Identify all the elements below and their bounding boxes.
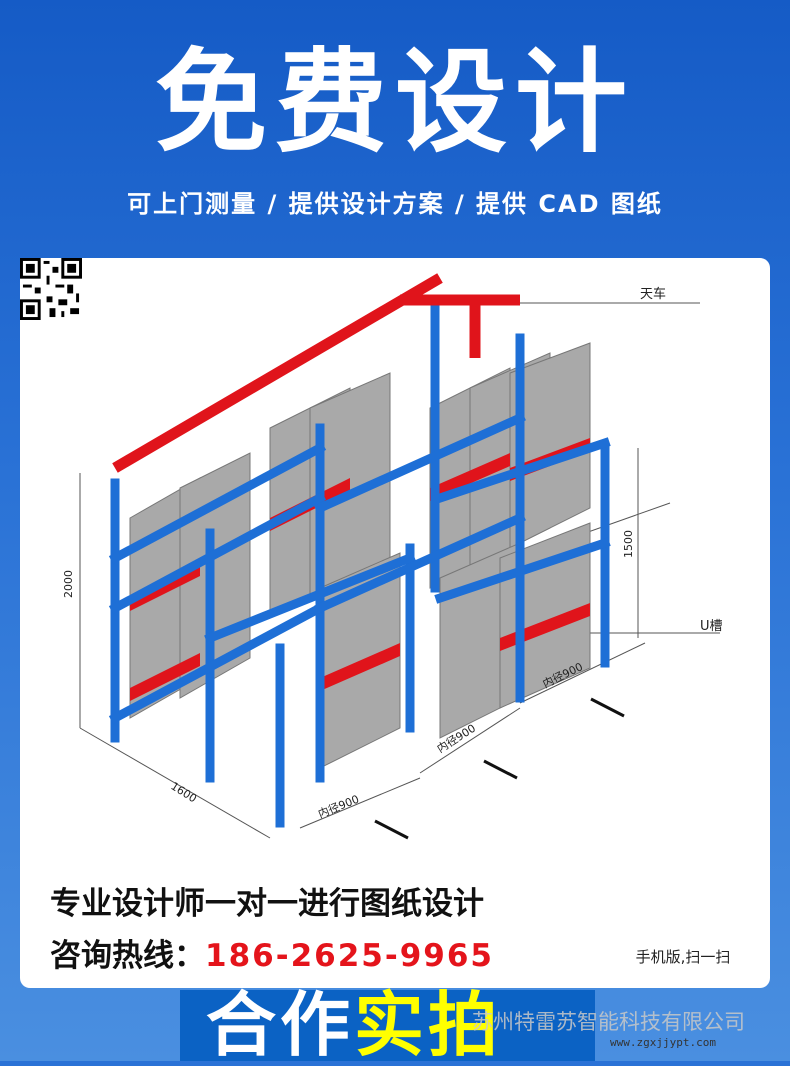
hotline-number[interactable]: 186-2625-9965 <box>205 938 495 974</box>
dim-height: 2000 <box>62 570 75 598</box>
dim-height-2: 1500 <box>622 530 635 558</box>
rack-drawing: 天车 U槽 2000 1500 1600 内径900 内径900 内径900 <box>62 273 723 840</box>
hotline-label: 咨询热线： <box>50 938 205 974</box>
qr-code-icon[interactable] <box>20 258 82 320</box>
arrow-icon <box>374 697 625 840</box>
watermark-url: www.zgxjjypt.com <box>610 1036 716 1049</box>
page-title: 免费设计 <box>155 38 635 168</box>
designer-text: 专业设计师一对一进行图纸设计 <box>50 886 484 922</box>
label-u-channel: U槽 <box>700 619 723 634</box>
section-banner: 合作实拍 <box>180 990 595 1061</box>
watermark: 苏州特雷苏智能科技有限公司 <box>472 1010 745 1034</box>
hotline: 咨询热线：186-2625-9965 <box>50 930 494 975</box>
dim-depth: 1600 <box>168 780 199 806</box>
qr-caption: 手机版,扫一扫 <box>635 948 731 966</box>
content-card: 天车 U槽 2000 1500 1600 内径900 内径900 内径900 专… <box>20 258 770 988</box>
banner-white: 合作 <box>206 984 354 1066</box>
label-crane: 天车 <box>640 286 666 302</box>
dim-width-1: 内径900 <box>316 792 361 821</box>
banner-yellow: 实拍 <box>354 984 502 1066</box>
subtitle: 可上门测量 / 提供设计方案 / 提供 CAD 图纸 <box>127 190 663 218</box>
